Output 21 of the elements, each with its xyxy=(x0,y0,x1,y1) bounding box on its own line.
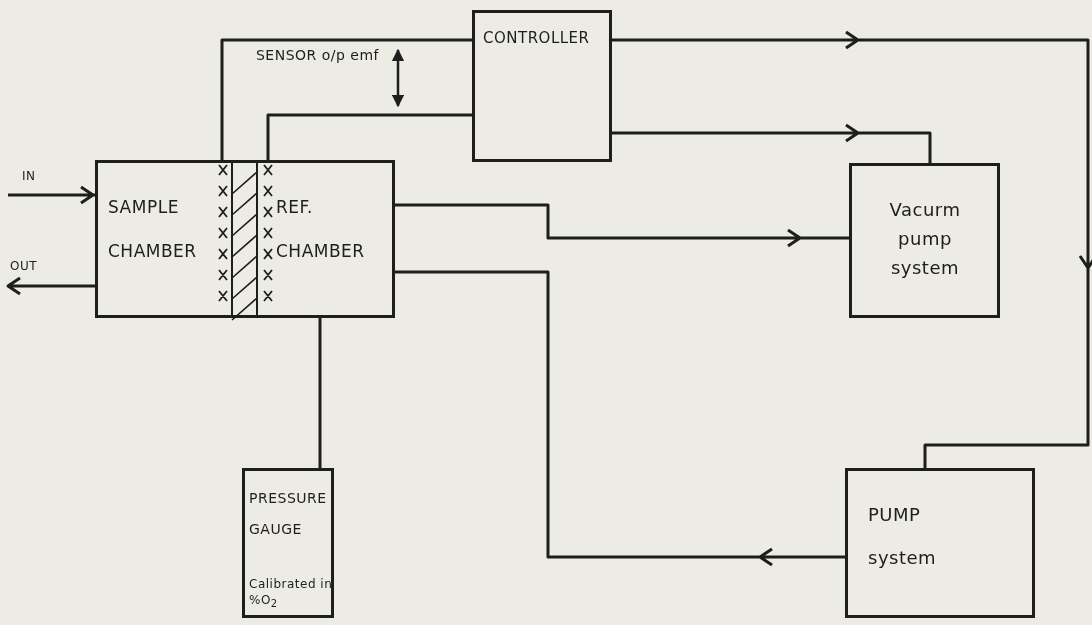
connector-arrow xyxy=(393,270,847,567)
chamber-label: REF. CHAMBER xyxy=(276,196,366,264)
connector-arrow xyxy=(610,123,932,165)
connector-arrow xyxy=(6,185,97,205)
connector-arrow xyxy=(6,276,97,296)
note-text: Calibrated in %O$_{2}$ xyxy=(249,577,333,610)
box-label: PUMP system xyxy=(868,503,938,571)
block-box xyxy=(849,163,1000,318)
chamber-label: SAMPLE CHAMBER xyxy=(108,196,198,264)
connector-arrow xyxy=(610,30,1092,470)
block-box xyxy=(472,10,612,162)
block-box xyxy=(95,160,395,318)
box-label: CONTROLLER xyxy=(483,29,591,49)
box-label: Vacurm pump system xyxy=(888,198,962,280)
edge-label: IN xyxy=(22,168,36,185)
edge-label: OUT xyxy=(10,258,38,275)
block-box xyxy=(242,468,334,618)
connector-arrow xyxy=(393,203,851,248)
box-label: PRESSURE GAUGE xyxy=(249,489,328,539)
signal-label: SENSOR o/p emf xyxy=(254,46,381,65)
block-box xyxy=(845,468,1035,618)
